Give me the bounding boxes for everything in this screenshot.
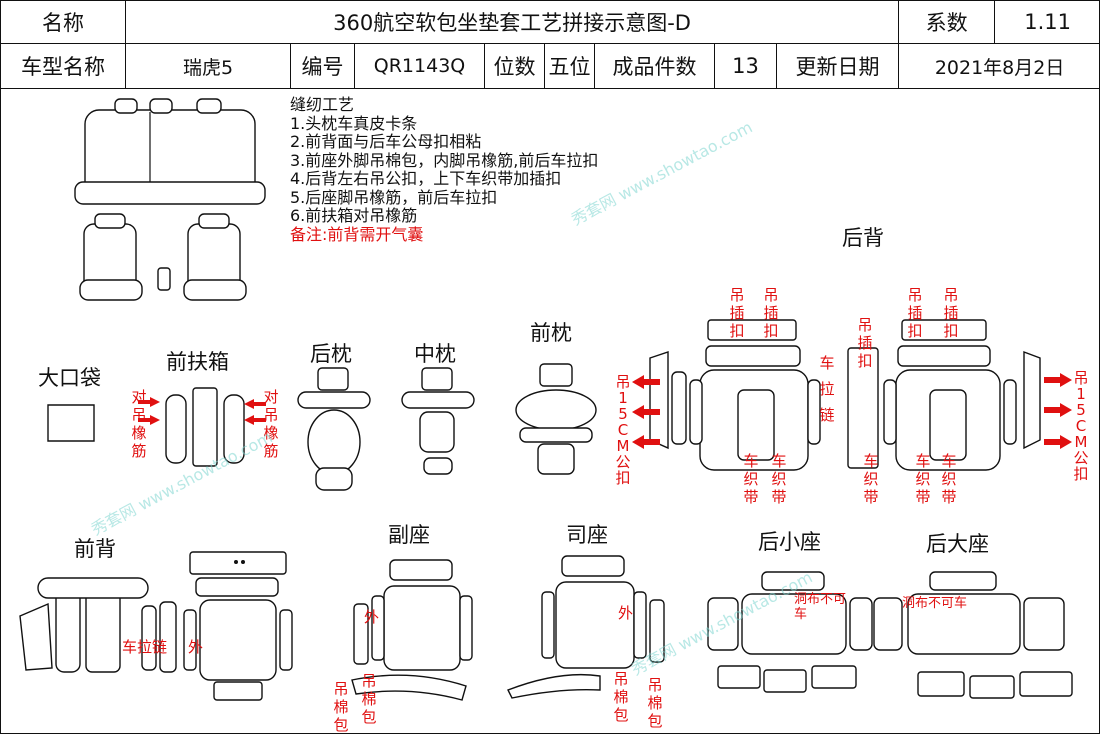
rear-back-left-pieces [650, 320, 878, 470]
label-mid-pillow: 中枕 [414, 342, 456, 366]
pieces-value: 13 [714, 43, 777, 89]
annotation-hang-elastic: 对吊橡筋 [131, 388, 147, 460]
label-rear-back: 后背 [842, 226, 884, 250]
annotation-front-back-zipper: 车拉链 [122, 638, 168, 656]
label-passenger-seat: 副座 [388, 523, 430, 547]
pieces-label: 成品件数 [594, 43, 715, 89]
label-front-armrest: 前扶箱 [166, 350, 229, 374]
annotation-hang-cotton: 吊棉包 [647, 676, 663, 730]
front-back-pieces [20, 552, 292, 700]
annotation-hang-cotton: 吊棉包 [333, 680, 349, 734]
annotation-outer: 外 [188, 638, 204, 656]
annotation-hang-buckle: 吊插扣 [857, 316, 873, 370]
rear-pillow-pieces [298, 368, 370, 490]
rear-small-seat-pieces [708, 572, 872, 692]
seats-value: 五位 [544, 43, 595, 89]
hang-arrows [138, 373, 1072, 449]
model-label: 车型名称 [0, 43, 126, 89]
annotation-hang-buckle: 吊插扣 [763, 286, 779, 340]
label-driver-seat: 司座 [566, 523, 608, 547]
annotation-zipper: 车拉链 [819, 354, 835, 424]
annotation-hang-15cm: 吊15CM公扣 [1073, 369, 1089, 483]
label-front-back: 前背 [74, 537, 116, 561]
annotation-outer: 外 [364, 608, 380, 626]
label-front-pillow: 前枕 [530, 321, 572, 345]
annotation-hang-elastic: 对吊橡筋 [263, 388, 279, 460]
annotation-hole-no-car: 洞布不可车 [794, 592, 847, 622]
annotation-hang-buckle: 吊插扣 [729, 286, 745, 340]
annotation-outer: 外 [618, 604, 634, 622]
annotation-webbing: 车织带 [743, 452, 759, 506]
seat-overview [75, 99, 265, 300]
annotation-hang-buckle: 吊插扣 [907, 286, 923, 340]
front-armrest-pieces [166, 388, 244, 466]
annotation-webbing: 车织带 [863, 452, 879, 506]
note-item: 2.前背面与后车公母扣相粘 [290, 132, 482, 151]
label-rear-small-seat: 后小座 [758, 530, 821, 554]
note-item: 5.后座脚吊橡筋，前后车拉扣 [290, 187, 498, 207]
annotation-webbing: 车织带 [941, 452, 957, 506]
coef-label: 系数 [898, 0, 996, 44]
annotation-hang-cotton: 吊棉包 [361, 672, 377, 726]
date-value: 2021年8月2日 [898, 43, 1100, 89]
mid-pillow-pieces [402, 368, 474, 474]
note-item: 4.后背左右吊公扣，上下车织带加插扣 [290, 169, 562, 188]
annotation-hang-cotton: 吊棉包 [613, 670, 629, 724]
rear-big-seat-pieces [874, 572, 1072, 698]
notes-remark: 备注:前背需开气囊 [290, 224, 424, 244]
annotation-hole-no-car: 洞布不可车 [902, 596, 968, 611]
annotation-hang-15cm: 吊15CM公扣 [615, 373, 631, 487]
date-label: 更新日期 [775, 43, 900, 89]
notes-title: 缝纫工艺 [290, 95, 355, 114]
passenger-seat-pieces [352, 560, 472, 700]
annotation-hang-buckle: 吊插扣 [943, 286, 959, 340]
header-table: 名称 360航空软包坐垫套工艺拼接示意图-D 系数 1.11 车型名称 瑞虎5 … [0, 0, 1100, 89]
sewing-notes: 缝纫工艺 1.头枕车真皮卡条 2.前背面与后车公母扣相粘 3.前座外脚吊棉包，内… [290, 95, 599, 244]
rear-back-right-pieces [884, 320, 1040, 470]
document-title: 360航空软包坐垫套工艺拼接示意图-D [124, 0, 900, 44]
code-label: 编号 [290, 43, 355, 89]
seats-label: 位数 [484, 43, 545, 89]
front-pillow-pieces [516, 364, 596, 474]
label-rear-pillow: 后枕 [310, 342, 352, 366]
driver-seat-pieces [508, 556, 664, 698]
name-label: 名称 [0, 0, 126, 44]
label-big-pocket: 大口袋 [38, 366, 101, 390]
note-item: 1.头枕车真皮卡条 [290, 113, 418, 133]
annotation-webbing: 车织带 [771, 452, 787, 506]
note-item: 3.前座外脚吊棉包，内脚吊橡筋,前后车拉扣 [290, 150, 599, 170]
model-value: 瑞虎5 [125, 43, 291, 89]
note-item: 6.前扶箱对吊橡筋 [290, 206, 418, 225]
big-pocket-piece [48, 405, 94, 441]
label-rear-big-seat: 后大座 [926, 532, 989, 556]
annotation-webbing: 车织带 [915, 452, 931, 506]
